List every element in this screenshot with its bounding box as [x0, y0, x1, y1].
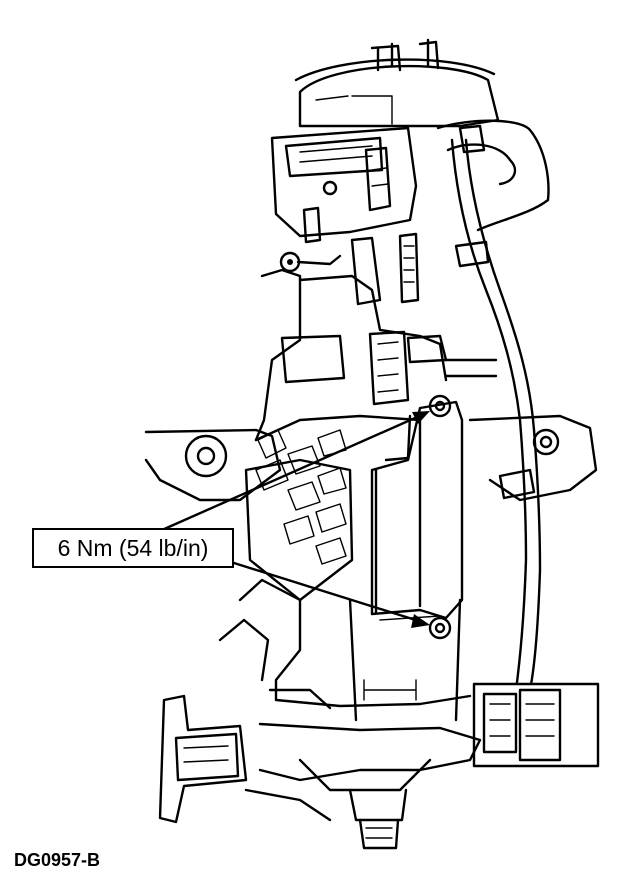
figure-id: DG0957-B: [14, 850, 101, 870]
wiring-harness: [436, 119, 550, 692]
control-module: [370, 400, 464, 621]
torque-callout-text: 6 Nm (54 lb/in): [57, 534, 209, 561]
torque-callout: 6 Nm (54 lb/in): [32, 528, 234, 568]
pivot-bolt: [279, 251, 342, 273]
slotted-plate: [244, 429, 354, 602]
module-bolt-lower: [428, 616, 452, 640]
mounting-bracket-left: [144, 414, 422, 502]
leader-arrow-upper: [160, 411, 430, 532]
column-body: [254, 232, 498, 722]
column-top-cap: [294, 38, 500, 128]
lower-assembly: [218, 578, 482, 850]
connector-left: [158, 694, 248, 824]
module-bolt-upper: [428, 394, 452, 418]
leader-arrow-lower: [232, 561, 430, 628]
lock-housing: [270, 126, 418, 244]
connector-right: [472, 682, 600, 768]
